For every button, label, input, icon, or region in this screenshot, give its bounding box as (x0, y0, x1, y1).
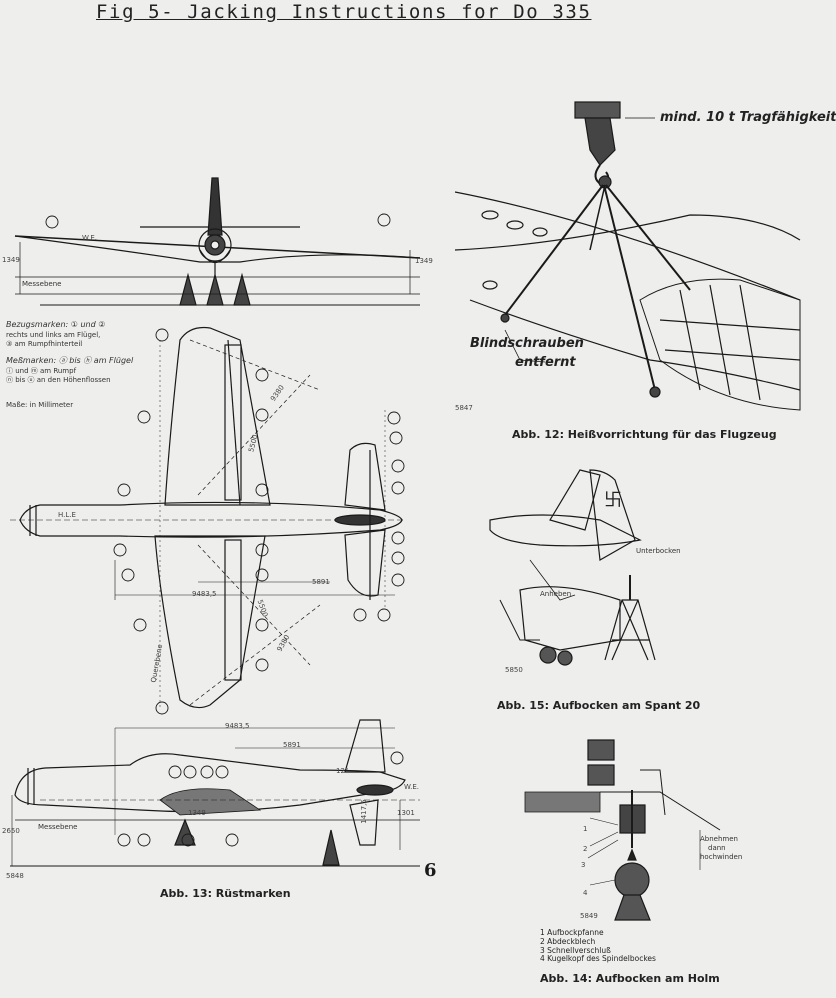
ref-marks-legend-2: rechts und links am Flügel, (6, 331, 101, 339)
blind-screws-label-line1: Blindschrauben (470, 336, 584, 351)
holm-caption: Abb. 14: Aufbocken am Holm (540, 972, 720, 985)
dim-9483-plan: 9483,5 (192, 590, 217, 598)
holm-legend-1: 1 Aufbockpfanne (540, 928, 604, 937)
front-we-label: W.E. (82, 234, 97, 242)
plan-view-aircraft (10, 326, 405, 715)
side-dim-2650: 2650 (2, 827, 20, 835)
side-dim-5891: 5891 (283, 741, 301, 749)
side-view-aircraft (10, 719, 420, 867)
ref-marks-legend-3: ③ am Rumpfhinterteil (6, 340, 83, 348)
side-dim-1349: 1349 (188, 809, 206, 817)
spant-caption: Abb. 15: Aufbocken am Spant 20 (497, 699, 701, 712)
dim-5891-plan: 5891 (312, 578, 330, 586)
rigging-plate-number: 5848 (6, 872, 24, 880)
meas-marks-legend-1: Meßmarken: ⓐ bis ⓗ am Flügel (6, 356, 134, 365)
hoist-capacity-label: mind. 10 t Tragfähigkeit (660, 110, 836, 125)
units-note: Maße: in Millimeter (6, 401, 74, 409)
page-title: Fig 5- Jacking Instructions for Do 335 (96, 1, 592, 23)
front-dim-left: 1349 (2, 256, 20, 264)
holm-jacking-drawing (524, 739, 721, 921)
hoist-sling-drawing (454, 101, 801, 411)
holm-plate-number: 5849 (580, 912, 598, 920)
hoist-caption: Abb. 12: Heißvorrichtung für das Flugzeu… (512, 428, 777, 441)
abnehmen-label-2: dann (708, 844, 726, 852)
holm-legend: 1 Aufbockpfanne 2 Abdeckblech 3 Schnellv… (540, 928, 656, 964)
ref-marks-legend-1: Bezugsmarken: ① und ② (6, 320, 106, 329)
holm-legend-4: 4 Kugelkopf des Spindelbockes (540, 954, 656, 964)
meas-marks-legend-3: ⓝ bis ⓤ an den Höhenflossen (6, 376, 111, 384)
page-number: 6 (424, 860, 437, 881)
spant-plate-number: 5850 (505, 666, 523, 674)
rigging-caption: Abb. 13: Rüstmarken (160, 887, 291, 900)
front-level-label: Messebene (22, 280, 62, 288)
side-dim-1417: 1417,5 (359, 799, 368, 824)
side-dim-9483: 9483,5 (225, 722, 250, 730)
side-we-label: W.E. (404, 783, 419, 791)
abnehmen-label-1: Abnehmen (700, 835, 738, 843)
side-level-label: Messebene (38, 823, 78, 831)
holm-legend-3: 3 Schnellverschluß (540, 945, 611, 955)
svg-text:卐: 卐 (604, 490, 622, 511)
abnehmen-label-3: hochwinden (700, 853, 743, 861)
front-view-aircraft (14, 177, 421, 306)
unterbocken-label: Unterbocken (636, 547, 681, 555)
meas-marks-legend-2: ⓘ und ⓜ am Rumpf (6, 367, 77, 375)
spant-jacking-drawing: 卐 (489, 469, 656, 666)
hle-label: H.L.E (58, 511, 76, 519)
side-dim-1301: 1301 (397, 809, 415, 817)
side-angle: 12° (336, 767, 349, 775)
anheben-label: Anheben (540, 590, 572, 598)
blind-screws-label-line2: entfernt (515, 355, 576, 370)
holm-legend-2: 2 Abdeckblech (540, 936, 596, 946)
technical-drawings: 卐 (10, 101, 801, 921)
front-dim-right: 1349 (415, 257, 433, 265)
hoist-plate-number: 5847 (455, 404, 473, 412)
